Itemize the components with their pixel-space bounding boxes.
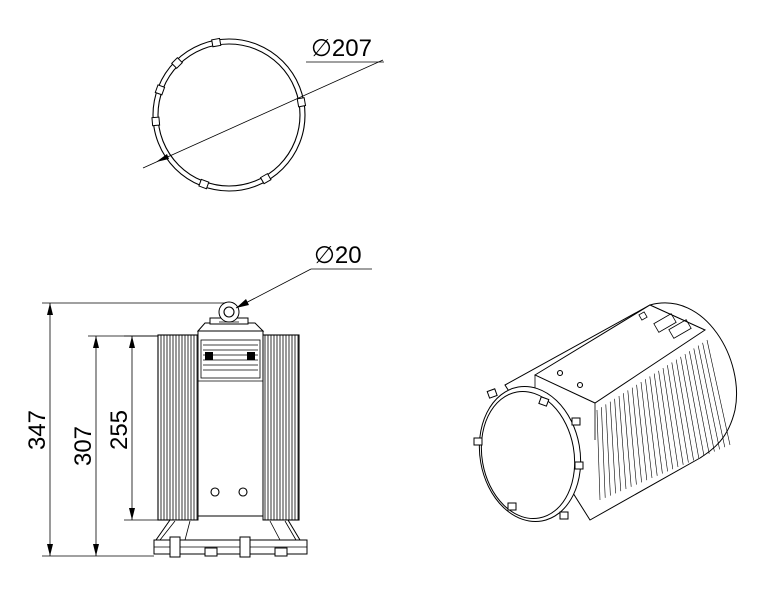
- fin-line: [596, 409, 601, 501]
- dimension-307-label: 307: [70, 426, 97, 466]
- fin-line: [601, 407, 606, 498]
- top-view: ∅207: [142, 35, 384, 192]
- fin-line: [653, 373, 668, 472]
- dimension-347: 347: [24, 302, 225, 557]
- clip: [259, 172, 272, 185]
- iso-view: [473, 302, 737, 523]
- fin-line: [662, 367, 679, 468]
- iso-top-box: [533, 304, 707, 404]
- clip: [211, 37, 222, 48]
- top-bracket: [196, 322, 265, 332]
- front-screw-right: [238, 487, 248, 497]
- fin-line: [706, 339, 731, 446]
- clip: [151, 116, 161, 127]
- fin-line: [623, 393, 632, 487]
- dimension-347-label: 347: [24, 410, 51, 450]
- fin-line: [689, 351, 710, 454]
- fin-line: [684, 353, 705, 457]
- top-view-inner-circle: [157, 43, 301, 187]
- fin-line: [614, 398, 622, 492]
- diameter-20-leader: [235, 268, 312, 309]
- eye-bolt-outer: [218, 301, 240, 323]
- fin-line: [667, 365, 684, 465]
- iso-clips: [473, 388, 584, 520]
- top-view-outer-circle: [152, 38, 306, 192]
- dimension-307: 307: [70, 335, 158, 556]
- front-screw-left: [210, 487, 220, 497]
- fin-line: [636, 384, 648, 481]
- eye-bolt-inner: [223, 306, 235, 318]
- fin-line: [697, 345, 720, 450]
- diameter-20-label: ∅20: [314, 242, 362, 269]
- front-right-fin-outline: [261, 334, 300, 521]
- fin-line: [702, 342, 726, 448]
- top-view-clips: [151, 37, 307, 190]
- fin-line: [693, 348, 715, 452]
- front-right-fins: [264, 335, 299, 520]
- front-body: [197, 330, 264, 522]
- dimension-255-label: 255: [106, 410, 133, 450]
- fin-line: [671, 362, 689, 463]
- front-view: ∅20 347 307 255: [24, 242, 372, 558]
- iso-screw-1: [556, 369, 564, 377]
- diameter-207-arrow: [156, 154, 169, 162]
- iso-screw-2: [576, 381, 584, 389]
- clip: [198, 178, 210, 190]
- fin-line: [627, 390, 637, 485]
- fin-line: [640, 381, 653, 479]
- fin-line: [609, 401, 616, 494]
- clip: [296, 97, 307, 108]
- fin-line: [658, 370, 674, 470]
- fin-line: [605, 404, 611, 496]
- iso-lens: [480, 390, 576, 520]
- diameter-20-arrow: [236, 299, 249, 308]
- fin-line: [645, 379, 658, 476]
- dimension-255: 255: [106, 335, 158, 521]
- diameter-207-label: ∅207: [311, 35, 372, 62]
- fin-line: [618, 395, 627, 490]
- fin-line: [649, 376, 663, 474]
- nameplate: [200, 339, 261, 379]
- nameplate-lines: [203, 344, 258, 371]
- fin-line: [680, 356, 700, 459]
- fin-line: [675, 359, 694, 461]
- front-left-fins: [160, 335, 198, 520]
- clip: [171, 57, 184, 70]
- diameter-207-leader: [142, 59, 384, 169]
- fin-line: [631, 387, 642, 483]
- iso-fins: [596, 339, 731, 501]
- clip: [154, 84, 166, 96]
